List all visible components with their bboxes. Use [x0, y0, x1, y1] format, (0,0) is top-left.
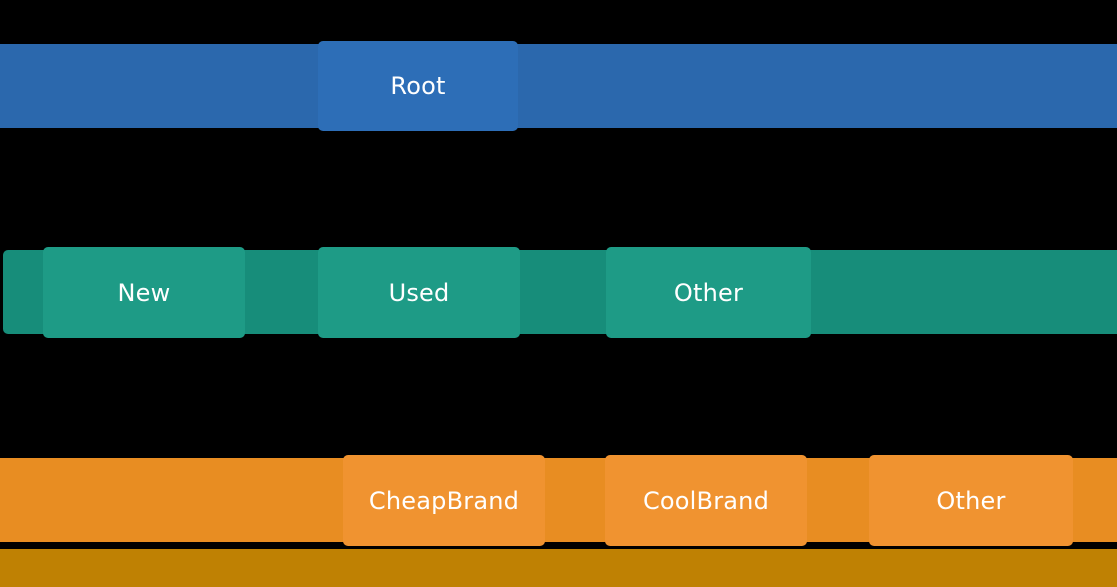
tile-label: Other [673, 278, 744, 307]
leaf-strip-bar[interactable] [0, 549, 1117, 587]
tile-label: Used [388, 278, 450, 307]
tile-label: CoolBrand [642, 486, 770, 515]
tile-label: Other [936, 486, 1006, 515]
tile-new-1[interactable]: New [43, 247, 245, 338]
tile-cheapbrand-2[interactable]: CheapBrand [343, 455, 545, 546]
tile-coolbrand-2[interactable]: CoolBrand [605, 455, 807, 546]
tile-label: New [117, 278, 171, 307]
tile-label: Root [390, 72, 446, 100]
tile-root-0[interactable]: Root [318, 41, 518, 131]
tile-other-2[interactable]: Other [869, 455, 1073, 546]
tile-other-1[interactable]: Other [606, 247, 811, 338]
tile-used-1[interactable]: Used [318, 247, 520, 338]
root-level-bar[interactable] [0, 44, 1117, 128]
tile-label: CheapBrand [368, 486, 520, 515]
